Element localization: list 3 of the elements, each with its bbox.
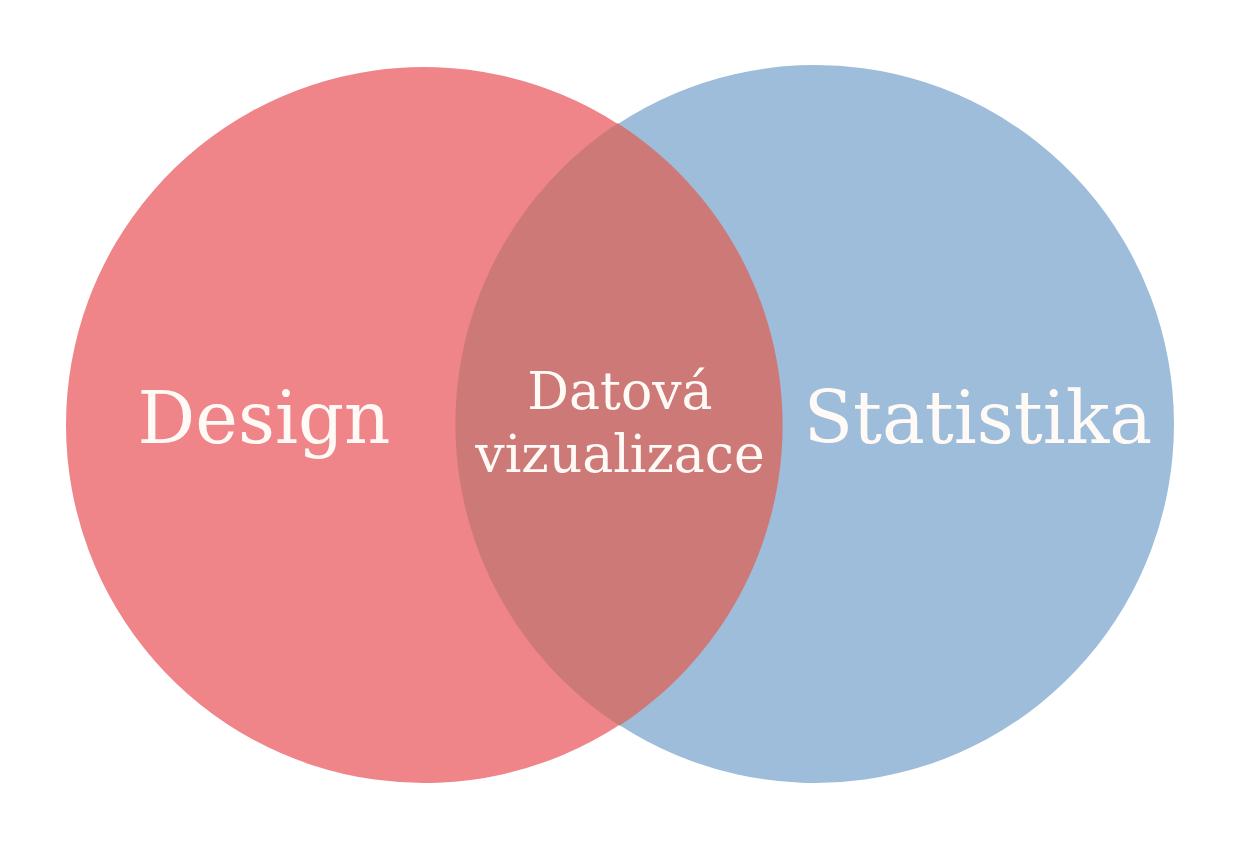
set-label: Design — [137, 374, 391, 462]
overlap-label: Datová vizualizace — [474, 360, 766, 486]
set-label: Statistika — [803, 374, 1153, 462]
